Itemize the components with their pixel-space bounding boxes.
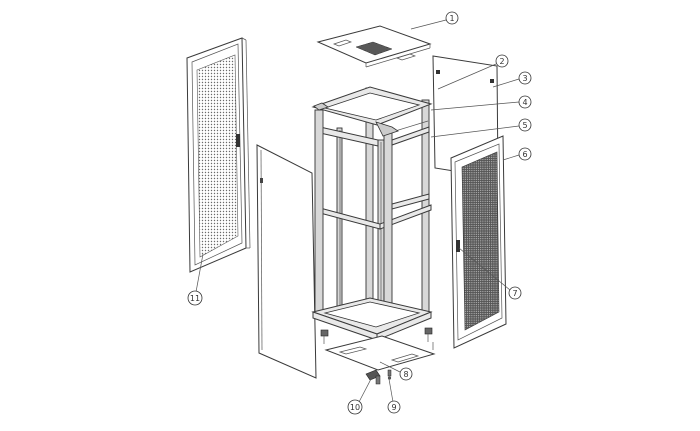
callout-4-label: 4 bbox=[522, 98, 527, 107]
rack-frame bbox=[311, 86, 434, 358]
callout-10: 10 bbox=[347, 378, 372, 415]
callout-6-label: 6 bbox=[522, 150, 527, 159]
callout-6: 6 bbox=[502, 147, 532, 161]
callouts: 1 2 3 4 5 6 bbox=[187, 11, 532, 415]
callout-9-label: 9 bbox=[391, 403, 396, 412]
leveling-foot bbox=[365, 369, 392, 385]
callout-8: 8 bbox=[379, 361, 413, 381]
callout-9: 9 bbox=[387, 378, 401, 414]
callout-3: 3 bbox=[492, 71, 532, 88]
top-cover-panel bbox=[316, 25, 432, 68]
callout-3-label: 3 bbox=[522, 74, 527, 83]
callout-7: 7 bbox=[458, 247, 522, 300]
front-perforated-door bbox=[186, 37, 251, 273]
callout-1-label: 1 bbox=[449, 14, 454, 23]
callout-11-label: 11 bbox=[190, 294, 200, 303]
left-side-panel bbox=[256, 144, 317, 379]
callout-5: 5 bbox=[430, 118, 532, 138]
callout-11: 11 bbox=[187, 253, 204, 306]
bottom-cover-panel bbox=[324, 335, 436, 371]
callout-8-label: 8 bbox=[403, 370, 408, 379]
callout-2-label: 2 bbox=[499, 57, 504, 66]
callout-1: 1 bbox=[410, 11, 459, 30]
rear-perforated-door bbox=[450, 135, 507, 349]
callout-7-label: 7 bbox=[512, 289, 517, 298]
callout-2: 2 bbox=[437, 54, 509, 90]
callout-4: 4 bbox=[430, 95, 532, 111]
callout-10-label: 10 bbox=[350, 403, 360, 412]
callout-5-label: 5 bbox=[522, 121, 527, 130]
